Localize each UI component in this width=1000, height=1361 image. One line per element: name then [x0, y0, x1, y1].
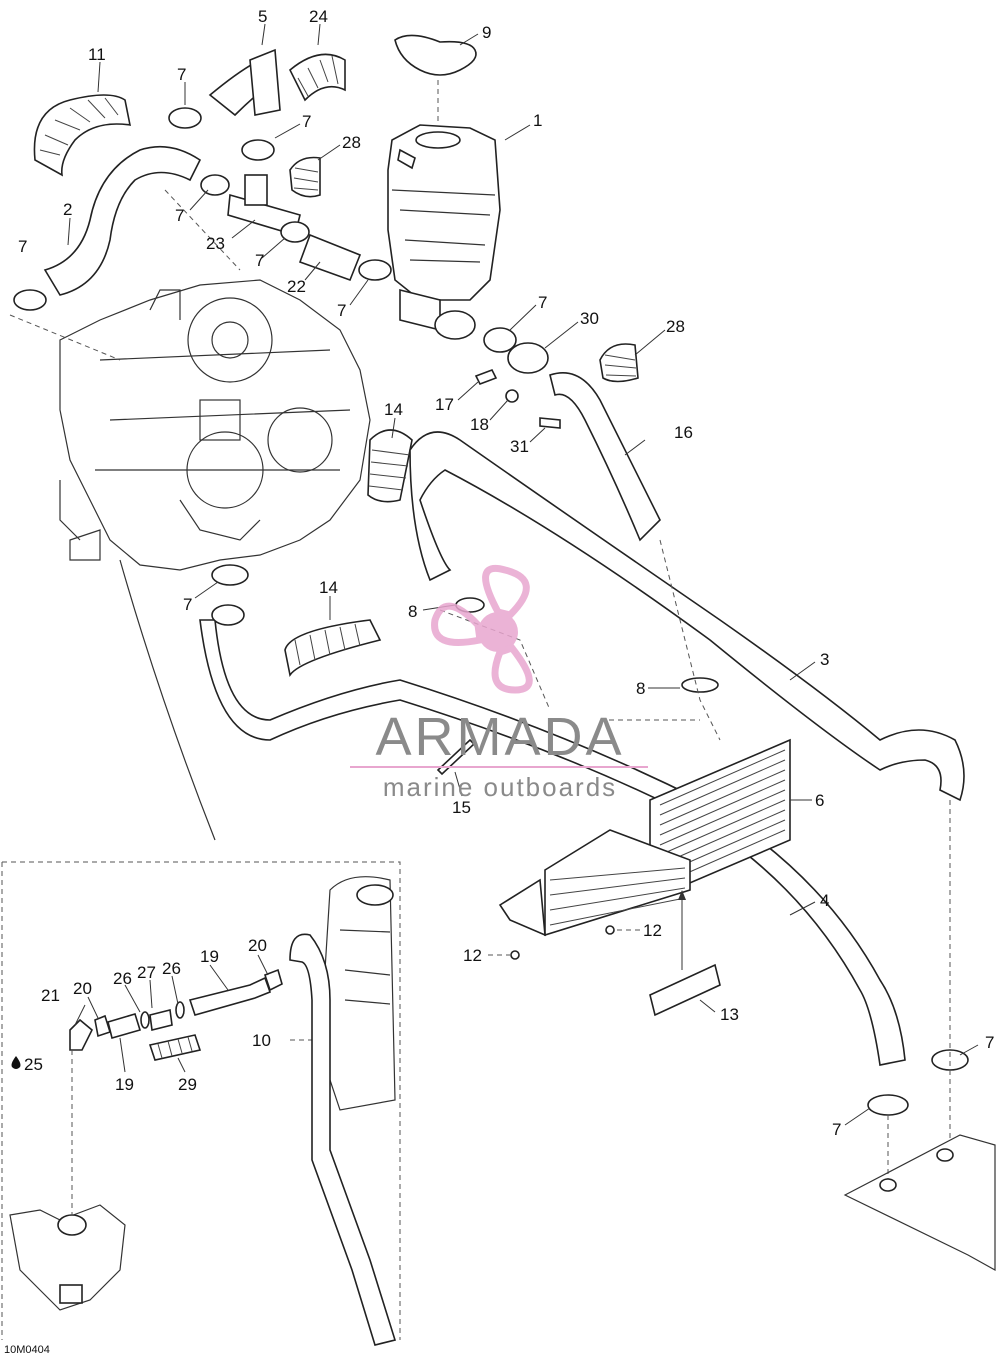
- callout-14b: 14: [319, 578, 338, 597]
- callout-19b: 19: [115, 1075, 134, 1094]
- callout-7f: 7: [337, 301, 346, 320]
- callout-6: 6: [815, 791, 824, 810]
- callout-21: 21: [41, 986, 60, 1005]
- callout-5: 5: [258, 7, 267, 26]
- engine-block: [9, 189, 371, 841]
- callout-26a: 26: [113, 969, 132, 988]
- callout-7c: 7: [302, 112, 311, 131]
- callout-25: 25: [11, 1055, 43, 1074]
- callout-14a: 14: [384, 400, 403, 419]
- callout-7b: 7: [177, 65, 186, 84]
- callout-25-label: 25: [24, 1055, 43, 1074]
- mid-hoses: [199, 371, 965, 1066]
- inset-panel: [1, 861, 401, 1346]
- callout-23: 23: [206, 234, 225, 253]
- watermark-logo: [431, 565, 533, 694]
- callout-4: 4: [820, 891, 829, 910]
- drawing-code: 10M0404: [4, 1344, 50, 1356]
- radiator-assembly: [498, 738, 791, 1017]
- upper-hoses: [33, 48, 639, 383]
- callout-8b: 8: [636, 679, 645, 698]
- callout-12b: 12: [643, 921, 662, 940]
- callout-31: 31: [510, 437, 529, 456]
- callout-28b: 28: [666, 317, 685, 336]
- callout-7h: 7: [183, 595, 192, 614]
- leader-lines: [67, 23, 979, 1126]
- callout-10: 10: [252, 1031, 271, 1050]
- callout-7d: 7: [175, 206, 184, 225]
- oil-drop-icon: [11, 1056, 21, 1069]
- callout-26b: 26: [162, 959, 181, 978]
- callout-1: 1: [533, 111, 542, 130]
- callout-13: 13: [720, 1005, 739, 1024]
- callout-16: 16: [674, 423, 693, 442]
- coolant-reservoir: [387, 34, 501, 340]
- callout-18: 18: [470, 415, 489, 434]
- callout-9: 9: [482, 23, 491, 42]
- hull-section: [843, 1134, 996, 1272]
- small-parts: [436, 342, 719, 960]
- callout-7j: 7: [832, 1120, 841, 1139]
- callout-22: 22: [287, 277, 306, 296]
- callout-28a: 28: [342, 133, 361, 152]
- callout-17: 17: [435, 395, 454, 414]
- callout-8a: 8: [408, 602, 417, 621]
- watermark-tagline: marine outboards: [383, 772, 617, 802]
- hose-clamps: [13, 107, 969, 1116]
- callout-30: 30: [580, 309, 599, 328]
- callout-24: 24: [309, 7, 328, 26]
- callout-20b: 20: [73, 979, 92, 998]
- callout-labels: 1 2 3 4 5 6 7 7 7 7 7 7 7 7 7 7 8 8 9 10…: [11, 7, 994, 1139]
- callout-19a: 19: [200, 947, 219, 966]
- callout-15: 15: [452, 798, 471, 817]
- callout-11: 11: [88, 45, 106, 64]
- callout-29: 29: [178, 1075, 197, 1094]
- callout-20a: 20: [248, 936, 267, 955]
- callout-27: 27: [137, 963, 156, 982]
- callout-2: 2: [63, 200, 72, 219]
- callout-7g: 7: [538, 293, 547, 312]
- callout-7e: 7: [255, 251, 264, 270]
- assembly-guides: [290, 539, 951, 1180]
- watermark-brand: ARMADA: [375, 707, 624, 767]
- callout-7a: 7: [18, 237, 27, 256]
- callout-12a: 12: [463, 946, 482, 965]
- callout-7i: 7: [985, 1033, 994, 1052]
- callout-3: 3: [820, 650, 829, 669]
